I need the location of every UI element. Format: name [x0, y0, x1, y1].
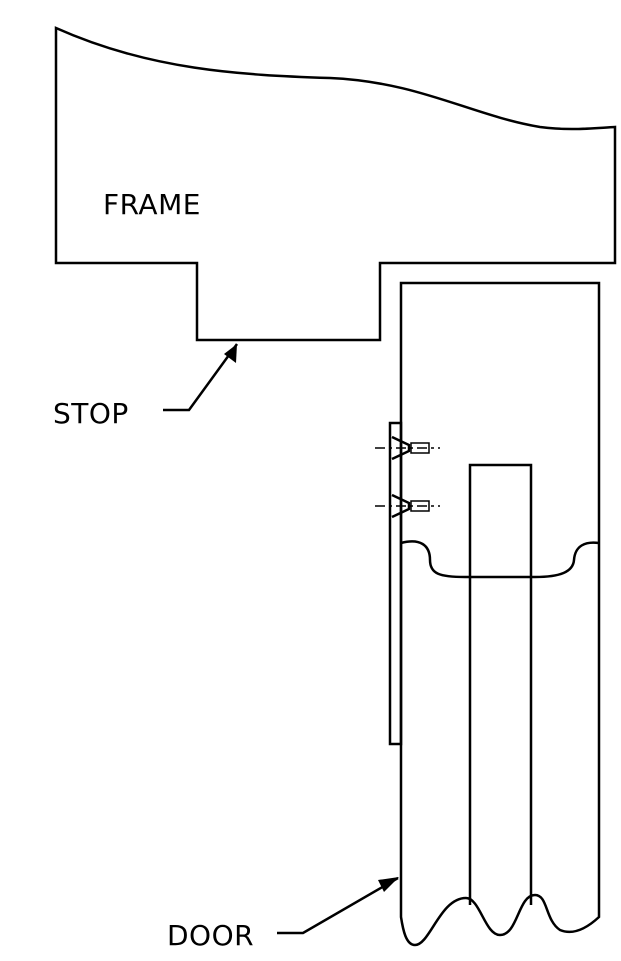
stop-leader-line — [163, 343, 239, 412]
door-label: DOOR — [167, 919, 254, 952]
frame-outline — [54, 26, 617, 342]
hinge-plate — [388, 421, 403, 746]
door-arrowhead — [378, 877, 399, 892]
door-inner-panel — [468, 463, 533, 905]
door-section-break — [400, 540, 600, 579]
stop-label: STOP — [53, 397, 129, 430]
hinge-screw-bottom — [375, 493, 440, 519]
door-leader-line — [277, 876, 399, 935]
stop-arrowhead — [224, 344, 237, 363]
hinge-screw-top — [375, 435, 440, 461]
door-outline — [399, 281, 601, 947]
frame-label: FRAME — [103, 188, 201, 221]
